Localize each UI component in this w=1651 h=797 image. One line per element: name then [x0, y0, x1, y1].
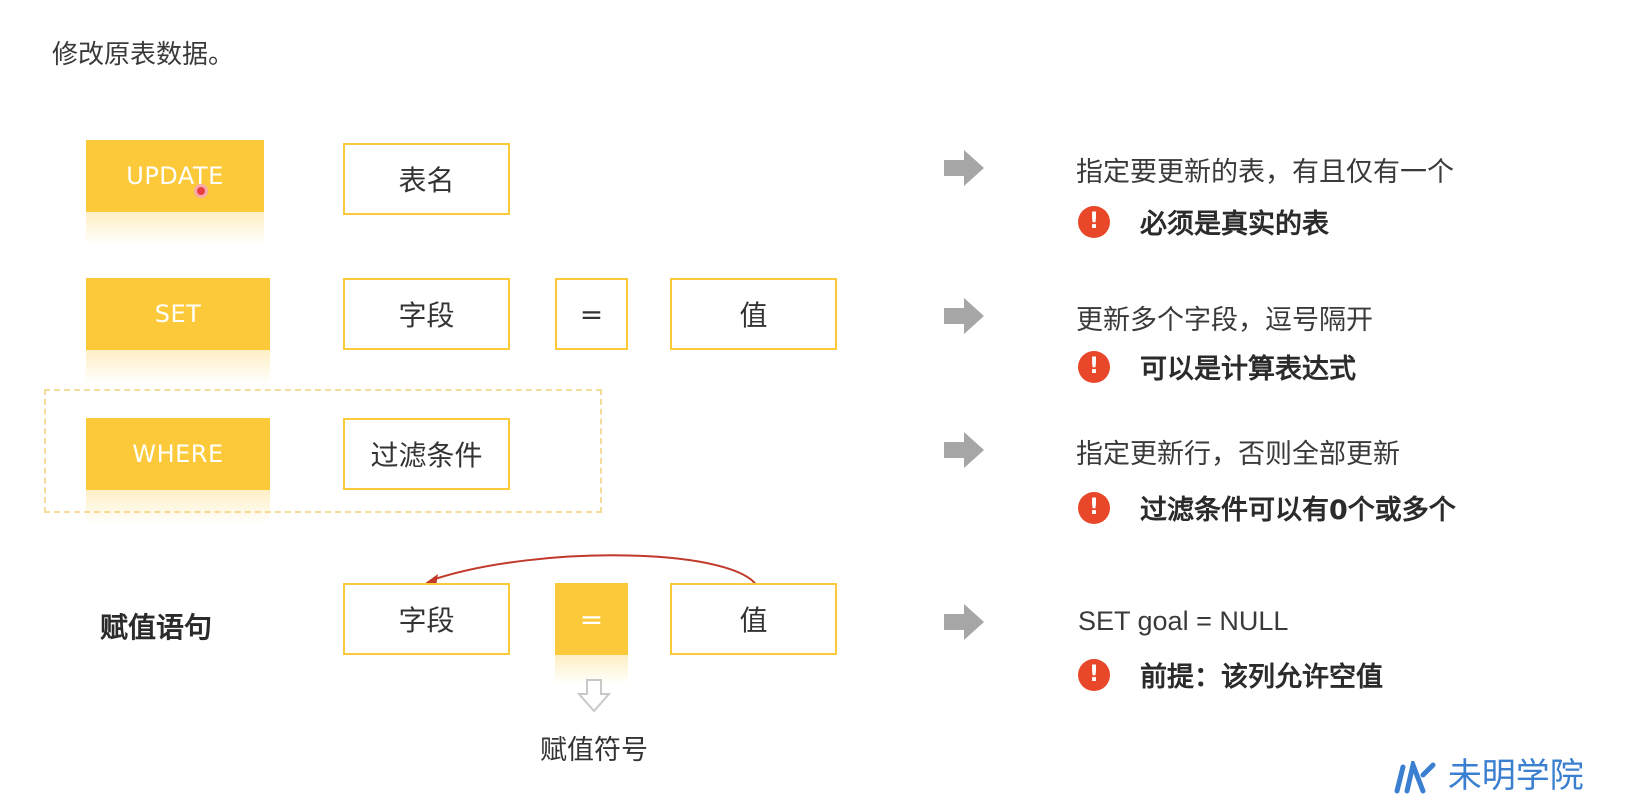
assign-value-box: 值 [670, 583, 837, 655]
warning-icon: ! [1078, 491, 1110, 524]
page-title: 修改原表数据。 [52, 40, 235, 70]
curved-arrow-icon [424, 554, 759, 588]
assignment-statement-label: 赋值语句 [100, 611, 213, 644]
set-equals-box: = [555, 278, 628, 350]
filter-condition-box: 过滤条件 [343, 418, 510, 490]
assignment-symbol-label: 赋值符号 [540, 735, 648, 766]
right-arrow-icon [944, 150, 984, 186]
right-arrow-icon [944, 298, 984, 334]
brand-logo: 未明学院 [1393, 748, 1584, 797]
warning-icon: ! [1078, 350, 1110, 383]
update-warning-text: 必须是真实的表 [1140, 209, 1329, 240]
where-warning-text: 过滤条件可以有0个或多个 [1140, 495, 1456, 526]
cursor-dot-icon [194, 184, 208, 198]
set-field-box: 字段 [343, 278, 510, 350]
update-warning: ! 必须是真实的表 [1078, 202, 1329, 241]
warning-icon: ! [1078, 658, 1110, 691]
set-description: 更新多个字段，逗号隔开 [1076, 305, 1373, 336]
set-value-box: 值 [670, 278, 837, 350]
where-warning: ! 过滤条件可以有0个或多个 [1078, 488, 1456, 527]
down-hollow-arrow-icon [576, 679, 612, 713]
where-description: 指定更新行，否则全部更新 [1076, 439, 1400, 470]
set-warning-text: 可以是计算表达式 [1140, 354, 1356, 385]
keyword-set: SET [86, 278, 270, 384]
assignment-warning-text: 前提：该列允许空值 [1140, 662, 1383, 693]
set-warning: ! 可以是计算表达式 [1078, 347, 1356, 386]
update-description: 指定要更新的表，有且仅有一个 [1076, 157, 1454, 188]
assignment-warning: ! 前提：该列允许空值 [1078, 655, 1383, 694]
keyword-update: UPDATE [86, 140, 264, 246]
assign-field-box: 字段 [343, 583, 510, 655]
assign-equals-box: = [555, 583, 628, 685]
assignment-description: SET goal = NULL [1078, 606, 1289, 636]
right-arrow-icon [944, 604, 984, 640]
logo-icon [1394, 755, 1436, 793]
warning-icon: ! [1078, 205, 1110, 238]
logo-text: 未明学院 [1447, 756, 1584, 796]
optional-where-frame [44, 389, 602, 513]
table-name-box: 表名 [343, 143, 510, 215]
right-arrow-icon [944, 432, 984, 468]
keyword-where: WHERE [86, 418, 270, 524]
